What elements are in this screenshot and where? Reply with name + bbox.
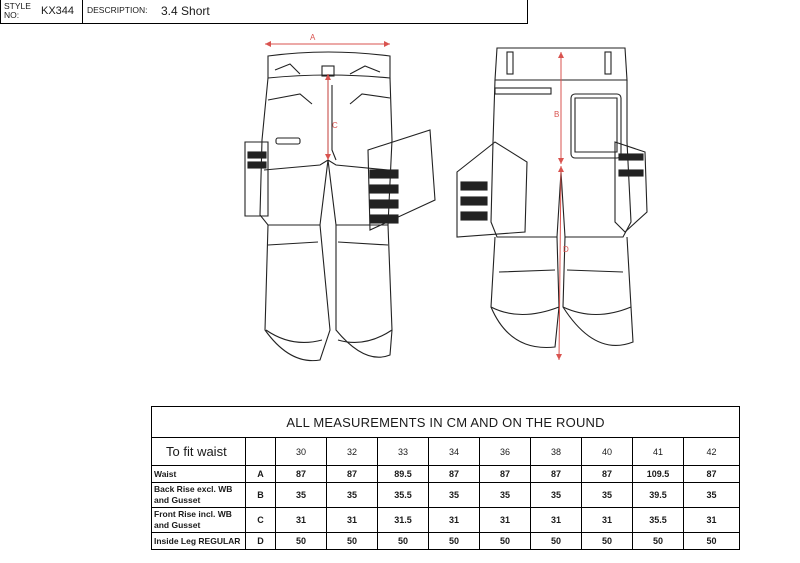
size-header: 30 xyxy=(275,437,327,466)
row-code: C xyxy=(245,507,276,533)
table-cell: 35 xyxy=(530,482,582,508)
table-title: ALL MEASUREMENTS IN CM AND ON THE ROUND xyxy=(150,406,741,438)
style-cell: STYLE NO: KX344 xyxy=(1,0,83,23)
table-cell: 31 xyxy=(479,507,531,533)
size-header: 42 xyxy=(682,437,741,466)
table-cell: 50 xyxy=(682,532,741,550)
size-header: 36 xyxy=(479,437,531,466)
row-label: Waist xyxy=(151,465,246,483)
table-row: Waist A 87 87 89.5 87 87 87 87 109.5 87 xyxy=(151,465,741,483)
front-view-drawing: A C xyxy=(240,30,440,375)
table-cell: 87 xyxy=(326,465,378,483)
table-cell: 87 xyxy=(275,465,327,483)
table-cell: 31 xyxy=(428,507,480,533)
row-code: B xyxy=(245,482,276,508)
back-view-drawing: B D xyxy=(455,42,655,377)
spec-header: STYLE NO: KX344 DESCRIPTION: 3.4 Short xyxy=(0,0,528,24)
table-cell: 50 xyxy=(581,532,633,550)
marker-b: B xyxy=(554,110,559,119)
table-cell: 31 xyxy=(275,507,327,533)
size-header: 33 xyxy=(377,437,429,466)
measurement-table: ALL MEASUREMENTS IN CM AND ON THE ROUND … xyxy=(150,406,741,557)
table-row: Front Rise incl. WB and Gusset C 31 31 3… xyxy=(151,507,741,533)
size-header: 34 xyxy=(428,437,480,466)
row-code: A xyxy=(245,465,276,483)
table-cell: 50 xyxy=(326,532,378,550)
table-cell: 35 xyxy=(682,482,741,508)
description-cell: DESCRIPTION: 3.4 Short xyxy=(83,0,529,23)
size-header: 40 xyxy=(581,437,633,466)
marker-d: D xyxy=(563,245,569,254)
size-header: 41 xyxy=(632,437,684,466)
description-value: 3.4 Short xyxy=(161,4,210,18)
table-cell: 50 xyxy=(377,532,429,550)
table-cell: 89.5 xyxy=(377,465,429,483)
table-cell: 50 xyxy=(530,532,582,550)
table-cell: 35 xyxy=(275,482,327,508)
table-cell: 87 xyxy=(530,465,582,483)
marker-a: A xyxy=(310,33,316,42)
table-cell: 31 xyxy=(326,507,378,533)
row-code: D xyxy=(245,532,276,550)
code-header xyxy=(245,437,276,466)
row-label: Inside Leg REGULAR xyxy=(151,532,246,550)
fit-label: To fit waist xyxy=(151,437,246,466)
row-label: Front Rise incl. WB and Gusset xyxy=(151,507,246,533)
table-cell: 87 xyxy=(428,465,480,483)
description-label: DESCRIPTION: xyxy=(87,5,148,15)
table-cell: 35.5 xyxy=(377,482,429,508)
table-cell: 50 xyxy=(428,532,480,550)
table-cell: 31 xyxy=(682,507,741,533)
table-cell: 31.5 xyxy=(377,507,429,533)
row-label: Back Rise excl. WB and Gusset xyxy=(151,482,246,508)
table-cell: 50 xyxy=(479,532,531,550)
style-label: STYLE NO: xyxy=(4,1,31,20)
table-row: Back Rise excl. WB and Gusset B 35 35 35… xyxy=(151,482,741,508)
table-cell: 35.5 xyxy=(632,507,684,533)
table-cell: 87 xyxy=(682,465,741,483)
table-cell: 87 xyxy=(479,465,531,483)
table-cell: 50 xyxy=(275,532,327,550)
table-cell: 87 xyxy=(581,465,633,483)
size-header: 32 xyxy=(326,437,378,466)
table-cell: 35 xyxy=(479,482,531,508)
table-cell: 31 xyxy=(581,507,633,533)
marker-c: C xyxy=(332,121,338,130)
table-cell: 50 xyxy=(632,532,684,550)
table-cell: 35 xyxy=(428,482,480,508)
size-header: 38 xyxy=(530,437,582,466)
table-row: Inside Leg REGULAR D 50 50 50 50 50 50 5… xyxy=(151,532,741,550)
table-cell: 35 xyxy=(326,482,378,508)
table-cell: 39.5 xyxy=(632,482,684,508)
style-value: KX344 xyxy=(41,5,75,17)
size-header-row: To fit waist 30 32 33 34 36 38 40 41 42 xyxy=(151,437,741,466)
table-cell: 109.5 xyxy=(632,465,684,483)
table-cell: 35 xyxy=(581,482,633,508)
table-cell: 31 xyxy=(530,507,582,533)
